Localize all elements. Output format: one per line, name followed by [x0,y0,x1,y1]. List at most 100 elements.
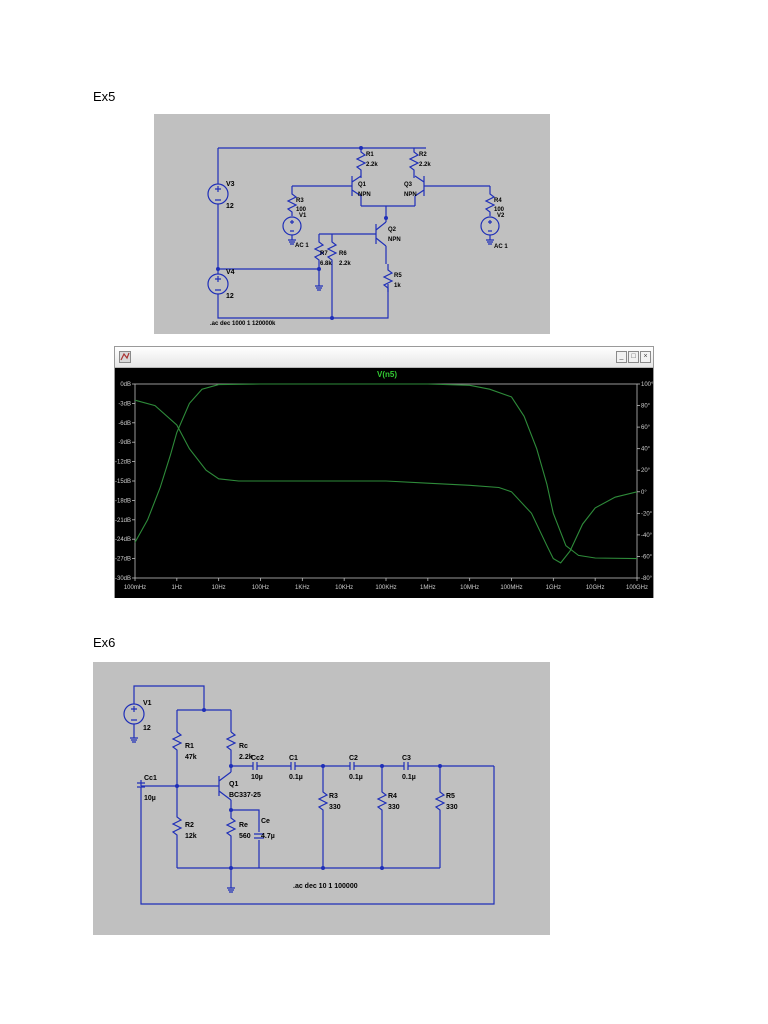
ex6-schematic-panel: V1 12 R1 47k Rc 2.2k Cc2 10µ C1 0.1µ C2 … [93,662,550,935]
x-tick-label: 100KHz [375,585,396,591]
q1-value: NPN [358,192,371,198]
y-right-tick-label: 60° [641,425,651,431]
r2-name: R2 [419,152,427,158]
y-left-tick-label: -12dB [115,460,131,466]
close-icon[interactable]: × [640,351,651,363]
y-left-tick-label: 0dB [120,382,131,388]
minimize-icon[interactable]: _ [616,351,627,363]
r1-value: 2.2k [366,162,378,168]
ex6-ac-directive: .ac dec 10 1 100000 [293,883,358,890]
q2-value: NPN [388,237,401,243]
phase-trace [134,399,638,564]
r2-name: R2 [185,822,194,829]
x-tick-label: 1KHz [295,585,310,591]
bode-plot: 0dB-3dB-6dB-9dB-12dB-15dB-18dB-21dB-24dB… [115,368,653,598]
x-tick-label: 10MHz [460,585,479,591]
y-left-tick-label: -6dB [118,421,131,427]
y-right-tick-label: 20° [641,468,651,474]
y-right-tick-label: -40° [641,533,653,539]
cc2-value: 10µ [251,774,263,781]
y-right-tick-label: 100° [641,382,653,388]
ce-name: Ce [261,818,270,825]
r5-name: R5 [394,273,402,279]
v3-value: 12 [226,203,234,210]
r4-value: 330 [388,804,400,811]
window-titlebar[interactable]: _ □ × [115,347,653,368]
c2-value: 0.1µ [349,774,363,781]
q2-name: Q2 [388,227,397,233]
y-right-tick-label: 0° [641,490,647,496]
y-left-tick-label: -30dB [115,576,131,582]
r7-name: R7 [320,251,328,257]
r3-value: 330 [329,804,341,811]
v3-source-icon [207,183,229,205]
ltspice-app-icon [119,351,131,363]
plot-background [115,368,653,598]
maximize-icon[interactable]: □ [628,351,639,363]
x-tick-label: 1Hz [171,585,182,591]
v1-source-icon [123,703,145,725]
x-tick-label: 1MHz [420,585,436,591]
section-heading-ex6: Ex6 [93,635,116,650]
v4-source-icon [207,273,229,295]
trace-label[interactable]: V(n5) [377,370,397,379]
cc2-name: Cc2 [251,755,264,762]
x-tick-label: 1GHz [546,585,561,591]
y-left-tick-label: -24dB [115,537,131,543]
rc-name: Rc [239,743,248,750]
q3-transistor-icon [414,175,490,206]
y-right-tick-label: 40° [641,447,651,453]
y-right-tick-label: -60° [641,554,653,560]
x-tick-label: 100GHz [626,585,648,591]
c2-name: C2 [349,755,358,762]
re-name: Re [239,822,248,829]
v1-name: V1 [143,700,152,707]
r2-resistor-icon [408,148,420,178]
r3-name: R3 [296,198,304,204]
y-left-tick-label: -15dB [115,479,131,485]
r5-value: 330 [446,804,458,811]
c1-name: C1 [289,755,298,762]
y-left-tick-label: -18dB [115,498,131,504]
v2-name: V2 [497,213,505,219]
q3-name: Q3 [404,182,413,188]
r4-name: R4 [388,793,397,800]
r7-value: 6.8k [320,261,332,267]
ex5-ac-directive: .ac dec 1000 1 120000k [210,321,276,327]
q3-value: NPN [404,192,417,198]
ex5-schematic-panel: V3 12 V4 12 R1 2.2k R2 2.2k Q1 NPN Q3 NP… [154,114,550,334]
r1-name: R1 [185,743,194,750]
r6-name: R6 [339,251,347,257]
r3-value: 100 [296,207,307,213]
r2-value: 12k [185,833,197,840]
y-right-tick-label: -20° [641,511,653,517]
ex6-schematic: V1 12 R1 47k Rc 2.2k Cc2 10µ C1 0.1µ C2 … [123,685,495,905]
v3-name: V3 [226,181,235,188]
ex5-schematic: V3 12 V4 12 R1 2.2k R2 2.2k Q1 NPN Q3 NP… [207,146,508,327]
v2-value: AC 1 [494,244,508,250]
q1-transistor-icon [344,175,362,206]
v1-source-icon [282,216,302,240]
magnitude-trace [134,383,638,560]
r4-value: 100 [494,207,505,213]
x-tick-label: 100Hz [252,585,269,591]
v1-name: V1 [299,213,307,219]
y-right-tick-label: -80° [641,576,653,582]
r1-value: 47k [185,754,197,761]
x-tick-label: 100MHz [500,585,522,591]
cc1-name: Cc1 [144,775,157,782]
c3-value: 0.1µ [402,774,416,781]
r2-value: 2.2k [419,162,431,168]
v2-source-icon [480,216,500,240]
x-tick-label: 100mHz [124,585,146,591]
q1-name: Q1 [358,182,367,188]
y-right-tick-label: 80° [641,404,651,410]
v1-value: 12 [143,725,151,732]
y-left-tick-label: -9dB [118,440,131,446]
x-tick-label: 10Hz [212,585,226,591]
y-left-tick-label: -3dB [118,401,131,407]
r4-name: R4 [494,198,502,204]
r1-name: R1 [366,152,374,158]
waveform-viewer-window: _ □ × 0dB-3dB-6dB-9dB-12dB-15dB-18dB-21d… [114,346,654,598]
q1-transistor-icon [177,766,232,801]
